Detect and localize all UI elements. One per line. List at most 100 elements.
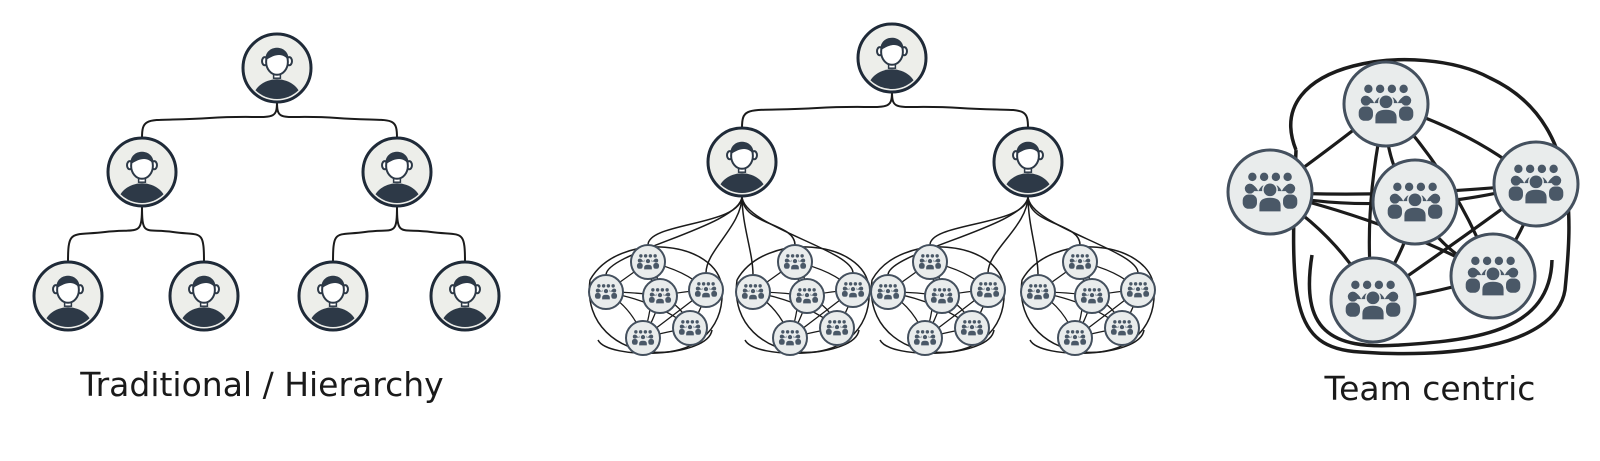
people-group-icon [1068,254,1092,271]
people-group-icon [694,282,718,299]
manager-node [706,126,778,198]
person-avatar-icon [867,37,917,89]
people-group-icon [930,288,954,305]
people-group-icon [648,288,672,305]
hybrid-edges [605,91,1139,276]
hybrid-edge [647,195,743,246]
manager-node [429,260,501,332]
team-cluster [870,244,1006,356]
hybrid-edge [741,195,796,246]
team-centric-diagram: Team centric [1226,57,1580,408]
team-nodes [1226,60,1580,344]
hierarchy-edge [141,101,278,139]
person-avatar-icon [308,275,358,327]
people-group-icon [918,254,942,271]
small-team-node [1104,310,1140,346]
people-group-icon [1063,330,1087,347]
small-team-node [642,278,678,314]
manager-node [856,22,928,94]
hierarchy-nodes [32,32,501,332]
manager-node [168,260,240,332]
small-team-node [907,320,943,356]
small-team-node [735,274,771,310]
people-group-icon [678,320,702,337]
team-cluster [735,244,871,356]
team-clusters [588,244,1156,356]
small-team-node [630,244,666,280]
hybrid-edge [1027,195,1039,276]
hybrid-manager-nodes [706,22,1064,198]
small-team-node [819,310,855,346]
team-network-edge [1289,57,1571,356]
people-group-icon [741,284,765,301]
people-group-icon [783,254,807,271]
small-team-node [777,244,813,280]
small-team-node [772,320,808,356]
hybrid-edge [987,195,1029,274]
people-group-icon [1026,284,1050,301]
hierarchy-edge [332,205,398,263]
traditional-hierarchy-diagram: Traditional / Hierarchy [32,32,501,404]
people-group-icon [1126,282,1150,299]
manager-node [241,32,313,104]
hybrid-edge [887,195,1029,276]
small-team-node [1020,274,1056,310]
small-team-node [970,272,1006,308]
person-avatar-icon [43,275,93,327]
team-cluster [1020,244,1156,356]
hybrid-hierarchy-diagram [588,22,1156,356]
team-network-edge [1307,254,1554,348]
small-team-node [954,310,990,346]
manager-node [106,136,178,208]
team-node [1371,158,1459,246]
caption-traditional-hierarchy: Traditional / Hierarchy [79,365,443,404]
small-team-node [912,244,948,280]
hierarchy-edge [396,205,466,263]
people-group-icon [636,254,660,271]
person-avatar-icon [179,275,229,327]
people-group-icon [795,288,819,305]
manager-node [992,126,1064,198]
person-avatar-icon [252,47,302,99]
people-group-icon [1358,84,1414,125]
hierarchy-edges [67,101,466,263]
small-team-node [870,274,906,310]
hybrid-edge [741,91,893,129]
small-team-node [835,272,871,308]
hybrid-edge [741,195,754,276]
manager-node [32,260,104,332]
people-group-icon [913,330,937,347]
small-team-node [1120,272,1156,308]
small-team-node [672,310,708,346]
hierarchy-edge [276,101,398,139]
team-node [1492,140,1580,228]
person-avatar-icon [117,151,167,203]
small-team-node [1074,278,1110,314]
hierarchy-edge [141,205,205,263]
people-group-icon [1345,280,1401,321]
team-node [1342,60,1430,148]
people-group-icon [1242,172,1298,213]
hierarchy-edge [67,205,143,263]
hybrid-edge [929,195,1029,246]
people-group-icon [841,282,865,299]
people-group-icon [1110,320,1134,337]
people-group-icon [631,330,655,347]
team-cluster [588,244,724,356]
hybrid-edge [705,195,743,274]
people-group-icon [778,330,802,347]
small-team-node [1062,244,1098,280]
hybrid-edge [605,195,743,276]
person-avatar-icon [717,141,767,193]
small-team-node [789,278,825,314]
person-avatar-icon [372,151,422,203]
people-group-icon [1465,256,1521,297]
manager-node [361,136,433,208]
small-team-node [625,320,661,356]
hybrid-edge [741,195,854,274]
manager-node [297,260,369,332]
people-group-icon [876,284,900,301]
team-node [1449,232,1537,320]
people-group-icon [960,320,984,337]
